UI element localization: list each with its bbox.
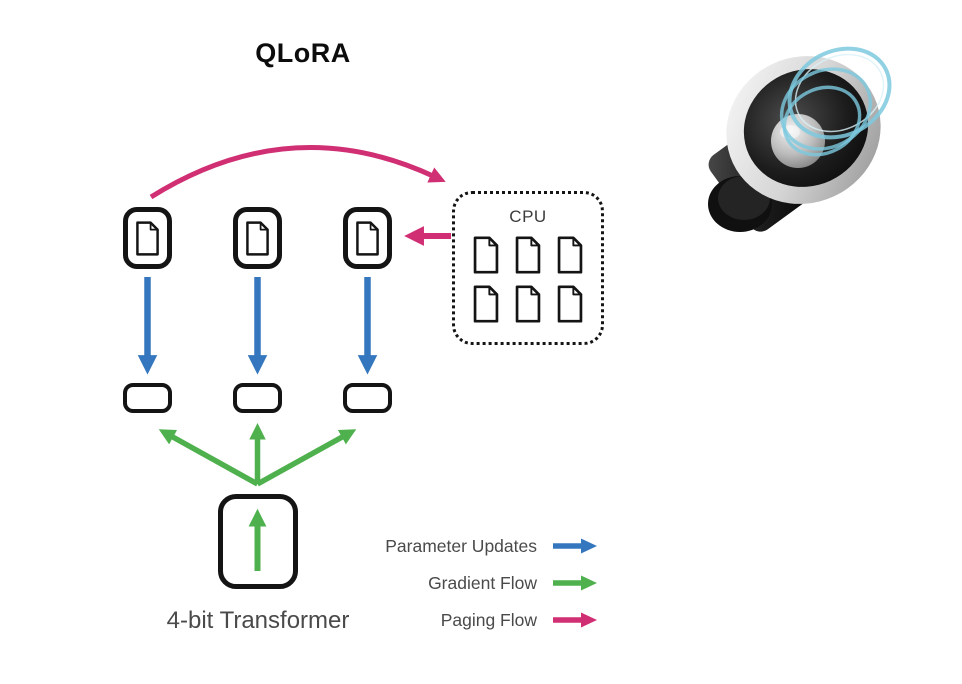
legend-label: Parameter Updates [385,535,537,556]
adapter-box-3 [343,383,392,413]
gradient-flow-arrow-left [158,429,259,487]
document-icon [555,236,585,274]
gradient-flow-arrow-right [256,429,357,487]
gpu-weight-block-1 [123,207,172,269]
diagram-title: QLoRA [255,38,351,68]
gpu-weight-block-2 [233,207,282,269]
adapter-box-1 [123,383,172,413]
legend-item-gradient-flow: Gradient Flow [330,573,598,593]
legend-item-paging-flow: Paging Flow [330,610,598,630]
cpu-paged-memory-grid [471,236,585,323]
document-icon [513,236,543,274]
sound-wave-rings [779,46,892,157]
transformer-box [218,494,298,589]
gpu-weight-block-3 [343,207,392,269]
document-icon [555,285,585,323]
document-icon [354,221,381,256]
adapter-box-2 [233,383,282,413]
document-icon [244,221,271,256]
legend-item-parameter-updates: Parameter Updates [330,536,598,556]
legend-label: Gradient Flow [428,572,537,593]
speaker-icon [708,46,892,232]
document-icon [134,221,161,256]
document-icon [471,285,501,323]
speaker-magnet [708,123,814,232]
green-arrow-icon [553,575,597,591]
legend-label: Paging Flow [440,609,537,630]
transformer-label: 4-bit Transformer [166,607,350,634]
document-icon [513,285,543,323]
document-icon [471,236,501,274]
cpu-label: CPU [509,207,547,226]
cpu-box: CPU [452,191,604,345]
paging-flow-arrow-to-cpu [149,145,446,200]
blue-arrow-icon [553,538,597,554]
legend: Parameter Updates Gradient Flow Paging F… [330,536,598,647]
pink-arrow-icon [553,612,597,628]
speaker-cone [726,56,881,204]
